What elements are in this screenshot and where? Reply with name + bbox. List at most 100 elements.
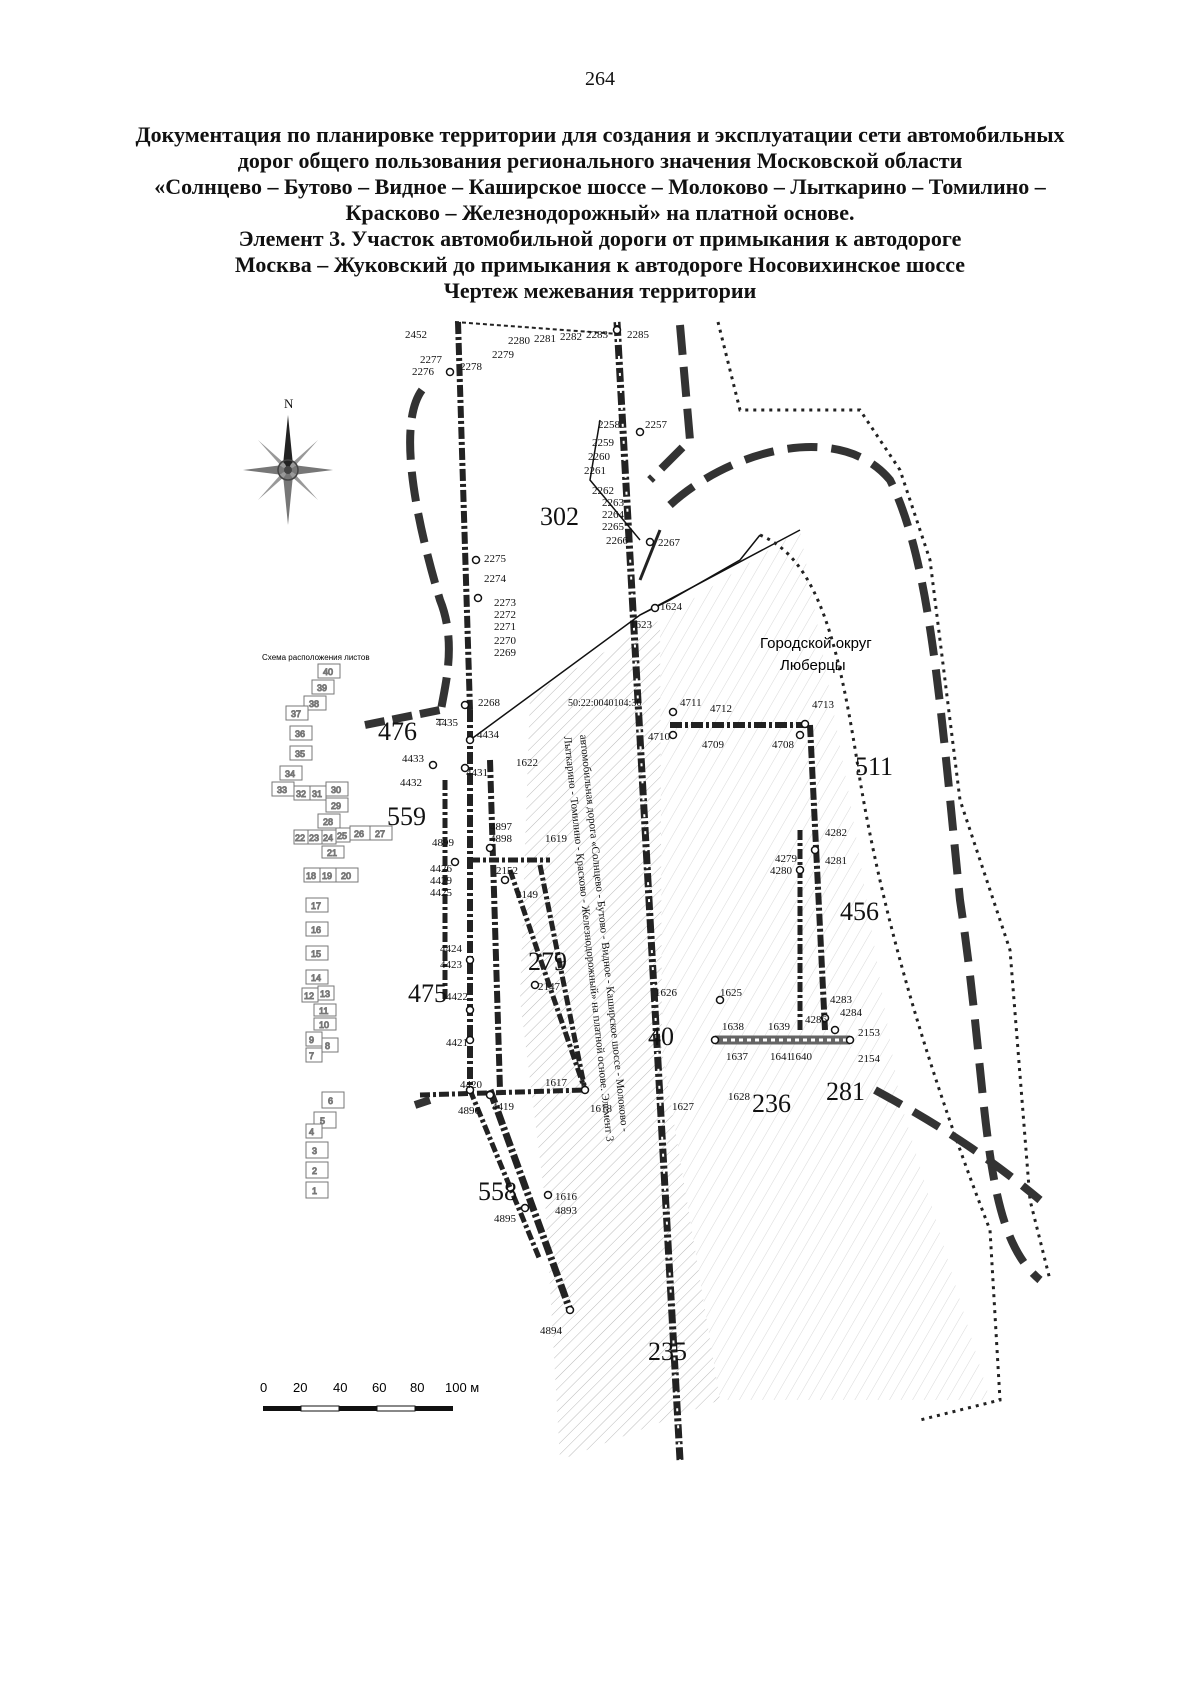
- point-label: 4431: [466, 767, 488, 779]
- point-label: 2278: [460, 361, 483, 373]
- sheet-cell: [313, 1003, 337, 1017]
- sheet-cell-label: 33: [277, 785, 287, 795]
- sheet-cell-label: 31: [312, 789, 322, 799]
- point-label: 2147: [538, 981, 561, 993]
- point-label: 2276: [412, 366, 435, 378]
- parcel-label: 475: [408, 979, 447, 1008]
- scale-bar: 0 20 40 60 80 100 м: [260, 1380, 479, 1412]
- point-label: 2283: [586, 329, 609, 341]
- sheet-cell-label: 30: [331, 785, 341, 795]
- point-label: 4711: [680, 697, 702, 709]
- sheet-cell: [303, 867, 321, 883]
- point-label: 4708: [772, 739, 795, 751]
- sheet-cell-label: 29: [331, 801, 341, 811]
- point-label: 4420: [460, 1079, 483, 1091]
- point-label: 1641: [770, 1051, 792, 1063]
- sheet-cell: [317, 663, 341, 679]
- sheet-cell-label: 26: [354, 829, 364, 839]
- parcel-labels: 302 476 559 475 279 558 235 511 456 40 2…: [378, 502, 893, 1366]
- point-label: 2153: [858, 1027, 881, 1039]
- sheet-cell-label: 12: [304, 991, 314, 1001]
- sheet-cell-label: 6: [328, 1096, 333, 1106]
- sheet-cell-label: 24: [323, 833, 333, 843]
- sheet-cell: [303, 695, 327, 711]
- compass-rose-icon: N: [243, 396, 333, 525]
- sheet-cell: [321, 1091, 345, 1109]
- point-label: 4712: [710, 703, 732, 715]
- point-label: 4424: [440, 943, 463, 955]
- point-label: 4279: [775, 853, 798, 865]
- sheet-cell-label: 3: [312, 1146, 317, 1156]
- point-label: 4897: [490, 821, 513, 833]
- point-label: 4421: [446, 1037, 468, 1049]
- sheet-cell: [305, 921, 329, 937]
- point-label: 1617: [545, 1077, 568, 1089]
- point-label: 2154: [858, 1053, 881, 1065]
- point-label: 4894: [540, 1325, 563, 1337]
- point-label: 2264: [602, 509, 625, 521]
- point-label: 2269: [494, 647, 517, 659]
- point-label: 1626: [655, 987, 678, 999]
- sheet-cell: [305, 945, 329, 961]
- page-number: 264: [585, 68, 615, 90]
- sheet-cell-label: 2: [312, 1166, 317, 1176]
- parcel-label: 558: [478, 1177, 517, 1206]
- point-label: 2263: [602, 497, 625, 509]
- sheet-cell: [301, 987, 319, 1003]
- survey-point-markers: [428, 325, 855, 1315]
- point-label: 2262: [592, 485, 614, 497]
- point-label: 2277: [420, 354, 443, 366]
- north-label: N: [284, 396, 294, 411]
- sheet-cell: [305, 897, 329, 913]
- point-label: 1616: [555, 1191, 578, 1203]
- point-label: 4433: [402, 753, 425, 765]
- point-label: 1638: [722, 1021, 745, 1033]
- point-label: 4429: [430, 875, 453, 887]
- point-label: 2258: [598, 419, 621, 431]
- point-label: 1618: [590, 1103, 613, 1115]
- sheet-cell-label: 18: [306, 871, 316, 881]
- title-line: Красково – Железнодорожный» на платной о…: [345, 200, 855, 225]
- sheet-cell: [289, 725, 313, 741]
- point-label: 4899: [432, 837, 455, 849]
- point-label: 2152: [496, 865, 518, 877]
- point-label: 4419: [492, 1101, 515, 1113]
- scale-tick-label: 100 м: [445, 1380, 479, 1395]
- sheet-cell: [285, 705, 309, 721]
- point-label: 2272: [494, 609, 516, 621]
- sheet-cell-label: 4: [309, 1127, 314, 1137]
- point-label: 4434: [477, 729, 500, 741]
- sheet-cell: [305, 969, 329, 985]
- point-label: 2266: [606, 535, 629, 547]
- sheet-cell-label: 20: [341, 871, 351, 881]
- parcel-label: 302: [540, 502, 579, 531]
- point-label: 4282: [825, 827, 847, 839]
- point-label: 4280: [770, 865, 793, 877]
- point-label: 2260: [588, 451, 611, 463]
- sheet-cell-label: 36: [295, 729, 305, 739]
- point-label: 4423: [440, 959, 463, 971]
- point-label: 2265: [602, 521, 625, 533]
- point-label: 1622: [516, 757, 538, 769]
- point-label: 2268: [478, 697, 501, 709]
- parcel-label: 456: [840, 897, 879, 926]
- point-label: 2282: [560, 331, 582, 343]
- point-label: 4422: [446, 991, 468, 1003]
- sheet-cell: [321, 1037, 339, 1053]
- district-label: Люберцы: [780, 657, 846, 674]
- survey-map: N Городской округ Люберцы 50:22:0040104:…: [0, 318, 1200, 1468]
- sheet-cell-label: 17: [311, 901, 321, 911]
- sheet-cell-label: 10: [319, 1020, 329, 1030]
- sheet-cell: [313, 1017, 337, 1031]
- point-label: 4893: [555, 1205, 578, 1217]
- sheet-cell-label: 8: [325, 1041, 330, 1051]
- scale-tick-label: 80: [410, 1380, 424, 1395]
- point-label: 4426: [430, 863, 453, 875]
- sheet-cell: [325, 781, 349, 797]
- title-line: дорог общего пользования регионального з…: [237, 148, 963, 173]
- point-label: 2452: [405, 329, 427, 341]
- point-label: 4898: [490, 833, 513, 845]
- sheet-scheme-title: Схема расположения листов: [262, 653, 370, 662]
- point-label: 4713: [812, 699, 835, 711]
- sheet-cell-label: 27: [375, 829, 385, 839]
